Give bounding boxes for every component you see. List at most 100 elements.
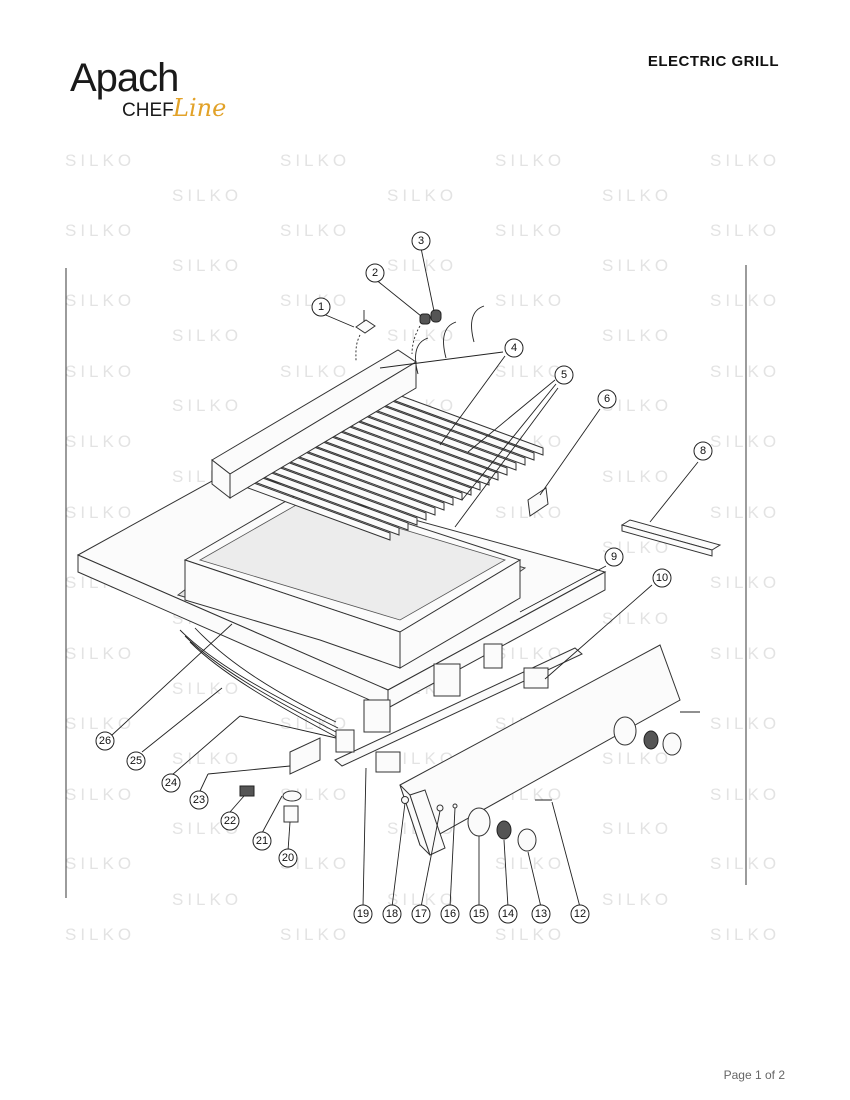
watermark-text: SILKO (602, 256, 672, 275)
watermark-text: SILKO (710, 925, 780, 944)
leader-lines (111, 247, 699, 908)
heating-element-grid (239, 305, 544, 541)
callout-6: 6 (597, 389, 617, 409)
callout-circle (252, 831, 272, 851)
watermark-text: SILKO (65, 151, 135, 170)
knob-right (662, 732, 682, 756)
wire-2 (184, 635, 341, 735)
watermark-text: SILKO (495, 221, 565, 240)
callout-18: 18 (382, 904, 402, 924)
callout-number: 10 (656, 572, 668, 584)
watermark-text: SILKO (710, 854, 780, 873)
callout-number: 23 (193, 794, 205, 806)
watermark-text: SILKO (280, 925, 350, 944)
callout-2: 2 (365, 263, 385, 283)
callout-circle (440, 904, 460, 924)
watermark-text: SILKO (602, 609, 672, 628)
watermark-text: SILKO (710, 291, 780, 310)
watermark-text: SILKO (172, 256, 242, 275)
logo-chef: CHEF (122, 100, 174, 121)
callout-circle (597, 389, 617, 409)
part-3-knob-cap (430, 309, 442, 323)
callout-15: 15 (469, 904, 489, 924)
tank-side-wall (399, 559, 521, 669)
callout-circle (278, 848, 298, 868)
callout-number: 3 (418, 235, 424, 247)
callout-circle (189, 790, 209, 810)
logo-apach: Apach (70, 56, 179, 100)
watermark-text: SILKO (387, 326, 457, 345)
callout-number: 20 (282, 852, 294, 864)
callout-number: 25 (130, 755, 142, 767)
part-16-clip (452, 803, 458, 809)
callout-13: 13 (531, 904, 551, 924)
callout-25: 25 (126, 751, 146, 771)
wire-1 (179, 629, 339, 729)
watermark-text: SILKO (602, 890, 672, 909)
callout-circle (469, 904, 489, 924)
document-title: ELECTRIC GRILL (647, 53, 779, 70)
callout-number: 14 (502, 908, 514, 920)
logo-line: Line (173, 94, 227, 122)
watermark-text: SILKO (495, 925, 565, 944)
callout-number: 22 (224, 815, 236, 827)
watermark-text: SILKO (65, 714, 135, 733)
part-2-spring (419, 313, 431, 325)
wire-3 (189, 641, 343, 741)
watermark-text: SILKO (65, 503, 135, 522)
part-14-spacer (496, 820, 512, 840)
watermark-text: SILKO (172, 890, 242, 909)
callout-5: 5 (554, 365, 574, 385)
watermark-text: SILKO (495, 644, 565, 663)
tank-front-wall (184, 559, 401, 669)
spacer-right (643, 730, 659, 750)
watermark-text: SILKO (172, 396, 242, 415)
callout-17: 17 (411, 904, 431, 924)
callout-circle (411, 904, 431, 924)
callout-number: 1 (318, 301, 324, 313)
callout-circle (353, 904, 373, 924)
watermark-text: SILKO (602, 819, 672, 838)
watermark-text: SILKO (710, 362, 780, 381)
part-2-guide (411, 325, 421, 355)
watermark-text: SILKO (65, 854, 135, 873)
callout-circle (382, 904, 402, 924)
page-number: Page 1 of 2 (723, 1068, 785, 1082)
watermark-text: SILKO (65, 362, 135, 381)
part-17-washer (436, 804, 444, 812)
watermark-text: SILKO (172, 326, 242, 345)
element-cover-front (229, 361, 417, 499)
callout-3: 3 (411, 231, 431, 251)
callout-9: 9 (604, 547, 624, 567)
watermark-text: SILKO (387, 256, 457, 275)
watermark-text: SILKO (387, 186, 457, 205)
watermark-text: SILKO (65, 644, 135, 663)
watermark-text: SILKO (710, 151, 780, 170)
watermark-text: SILKO (495, 854, 565, 873)
callout-circle (220, 811, 240, 831)
callout-4: 4 (504, 338, 524, 358)
watermark-text: SILKO (172, 749, 242, 768)
terminal-block-top (483, 643, 503, 669)
callout-23: 23 (189, 790, 209, 810)
part-10-thermostat-right (523, 667, 549, 689)
callout-number: 19 (357, 908, 369, 920)
part-18-washer (401, 796, 409, 804)
callout-number: 24 (165, 777, 177, 789)
watermark-text: SILKO (710, 503, 780, 522)
part-6-bracket (527, 487, 549, 517)
watermark-text: SILKO (495, 503, 565, 522)
callout-number: 13 (535, 908, 547, 920)
callout-12: 12 (570, 904, 590, 924)
callout-circle (498, 904, 518, 924)
heating-element-hook (443, 321, 457, 359)
callout-24: 24 (161, 773, 181, 793)
callout-number: 12 (574, 908, 586, 920)
callout-circle (570, 904, 590, 924)
contactor-2 (433, 663, 461, 697)
watermark-text: SILKO (280, 221, 350, 240)
watermark-text: SILKO (280, 151, 350, 170)
callout-number: 6 (604, 393, 610, 405)
callout-number: 18 (386, 908, 398, 920)
watermark-text: SILKO (710, 785, 780, 804)
